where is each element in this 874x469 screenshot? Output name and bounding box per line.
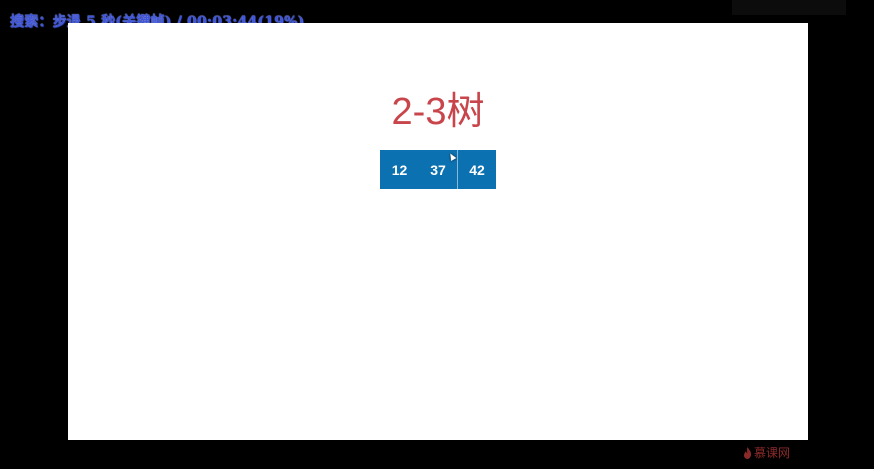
player-top-bar <box>732 0 846 15</box>
watermark-text: 慕课网 <box>754 446 791 460</box>
node-key: 37 <box>419 150 458 189</box>
watermark-logo: 慕课网 <box>743 444 790 461</box>
flame-icon <box>744 446 752 459</box>
node-key: 42 <box>458 150 496 189</box>
tree-node-3-node: 12 37 42 <box>380 150 496 189</box>
slide-canvas: 2-3树 <box>68 23 808 440</box>
slide-title: 2-3树 <box>391 91 485 133</box>
node-key: 12 <box>380 150 419 189</box>
